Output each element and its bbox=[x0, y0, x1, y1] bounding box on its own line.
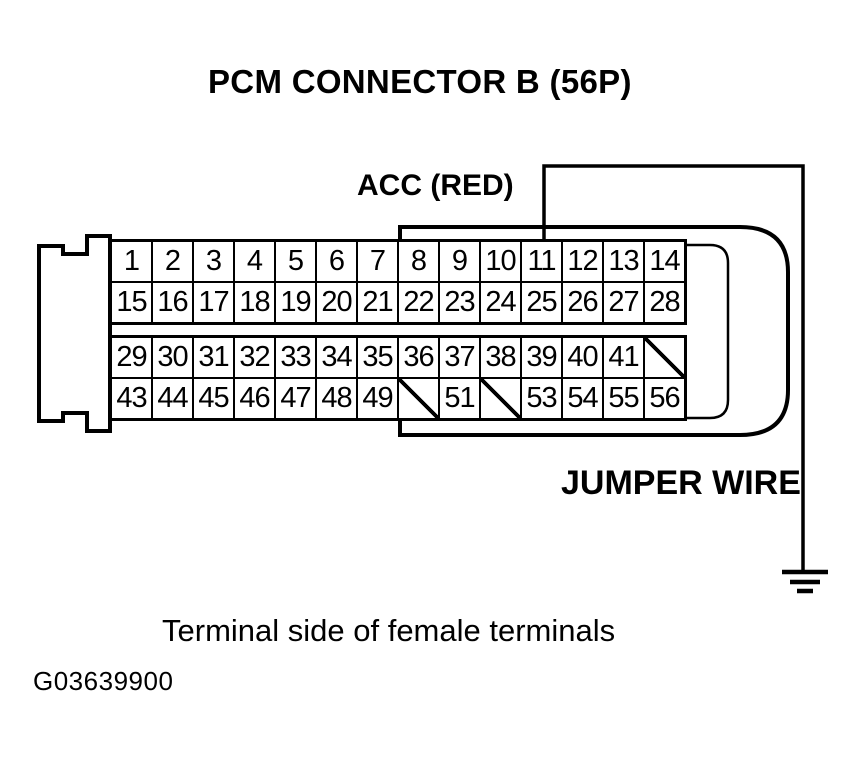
pin-cell-42-blocked bbox=[643, 336, 686, 379]
pin-cell-52-blocked bbox=[479, 377, 522, 420]
connector-cavity-outline bbox=[687, 243, 730, 420]
pin-cell-40: 40 bbox=[561, 336, 604, 379]
pin-cell-21: 21 bbox=[356, 281, 399, 324]
connector-left-end-cap bbox=[37, 234, 112, 433]
pin-cell-8: 8 bbox=[397, 240, 440, 283]
pin-cell-44: 44 bbox=[151, 377, 194, 420]
pin-cell-39: 39 bbox=[520, 336, 563, 379]
pin-cell-38: 38 bbox=[479, 336, 522, 379]
connector-shell-outline bbox=[398, 225, 790, 437]
pin-cell-37: 37 bbox=[438, 336, 481, 379]
pin-cell-47: 47 bbox=[274, 377, 317, 420]
pin-cell-43: 43 bbox=[110, 377, 153, 420]
pin-cell-6: 6 bbox=[315, 240, 358, 283]
jumper-wire-line bbox=[542, 164, 805, 572]
pin-cell-1: 1 bbox=[110, 240, 153, 283]
pin-cell-56: 56 bbox=[643, 377, 686, 420]
pin-cell-48: 48 bbox=[315, 377, 358, 420]
terminal-side-caption: Terminal side of female terminals bbox=[162, 613, 616, 648]
pin-cell-11: 11 bbox=[520, 240, 563, 283]
pin-cell-53: 53 bbox=[520, 377, 563, 420]
pin-cell-49: 49 bbox=[356, 377, 399, 420]
pin-cell-33: 33 bbox=[274, 336, 317, 379]
ground-icon bbox=[782, 569, 828, 594]
pin-cell-24: 24 bbox=[479, 281, 522, 324]
pin-cell-31: 31 bbox=[192, 336, 235, 379]
pin-cell-3: 3 bbox=[192, 240, 235, 283]
pin-cell-22: 22 bbox=[397, 281, 440, 324]
pin-cell-30: 30 bbox=[151, 336, 194, 379]
pin-cell-28: 28 bbox=[643, 281, 686, 324]
pin-cell-17: 17 bbox=[192, 281, 235, 324]
pin-cell-7: 7 bbox=[356, 240, 399, 283]
pin-cell-34: 34 bbox=[315, 336, 358, 379]
pin-cell-27: 27 bbox=[602, 281, 645, 324]
pin-cell-32: 32 bbox=[233, 336, 276, 379]
pin-cell-10: 10 bbox=[479, 240, 522, 283]
pin-cell-15: 15 bbox=[110, 281, 153, 324]
wire-color-label: ACC (RED) bbox=[357, 169, 514, 202]
pin-cell-20: 20 bbox=[315, 281, 358, 324]
pin-cell-41: 41 bbox=[602, 336, 645, 379]
pin-cell-9: 9 bbox=[438, 240, 481, 283]
pin-cell-35: 35 bbox=[356, 336, 399, 379]
pin-cell-19: 19 bbox=[274, 281, 317, 324]
pin-cell-4: 4 bbox=[233, 240, 276, 283]
pin-cell-5: 5 bbox=[274, 240, 317, 283]
jumper-wire-label: JUMPER WIRE bbox=[561, 464, 801, 502]
diagram-title: PCM CONNECTOR B (56P) bbox=[208, 63, 632, 100]
pin-cell-45: 45 bbox=[192, 377, 235, 420]
pin-cell-16: 16 bbox=[151, 281, 194, 324]
pin-cell-46: 46 bbox=[233, 377, 276, 420]
pin-cell-36: 36 bbox=[397, 336, 440, 379]
pin-cell-29: 29 bbox=[110, 336, 153, 379]
pin-cell-12: 12 bbox=[561, 240, 604, 283]
pin-cell-18: 18 bbox=[233, 281, 276, 324]
pin-cell-54: 54 bbox=[561, 377, 604, 420]
pin-cell-23: 23 bbox=[438, 281, 481, 324]
pin-cell-13: 13 bbox=[602, 240, 645, 283]
figure-id: G03639900 bbox=[33, 666, 174, 696]
pin-cell-26: 26 bbox=[561, 281, 604, 324]
pin-cell-50-blocked bbox=[397, 377, 440, 420]
pin-cell-51: 51 bbox=[438, 377, 481, 420]
pin-cell-14: 14 bbox=[643, 240, 686, 283]
pin-cell-55: 55 bbox=[602, 377, 645, 420]
pin-cell-25: 25 bbox=[520, 281, 563, 324]
pin-cell-2: 2 bbox=[151, 240, 194, 283]
